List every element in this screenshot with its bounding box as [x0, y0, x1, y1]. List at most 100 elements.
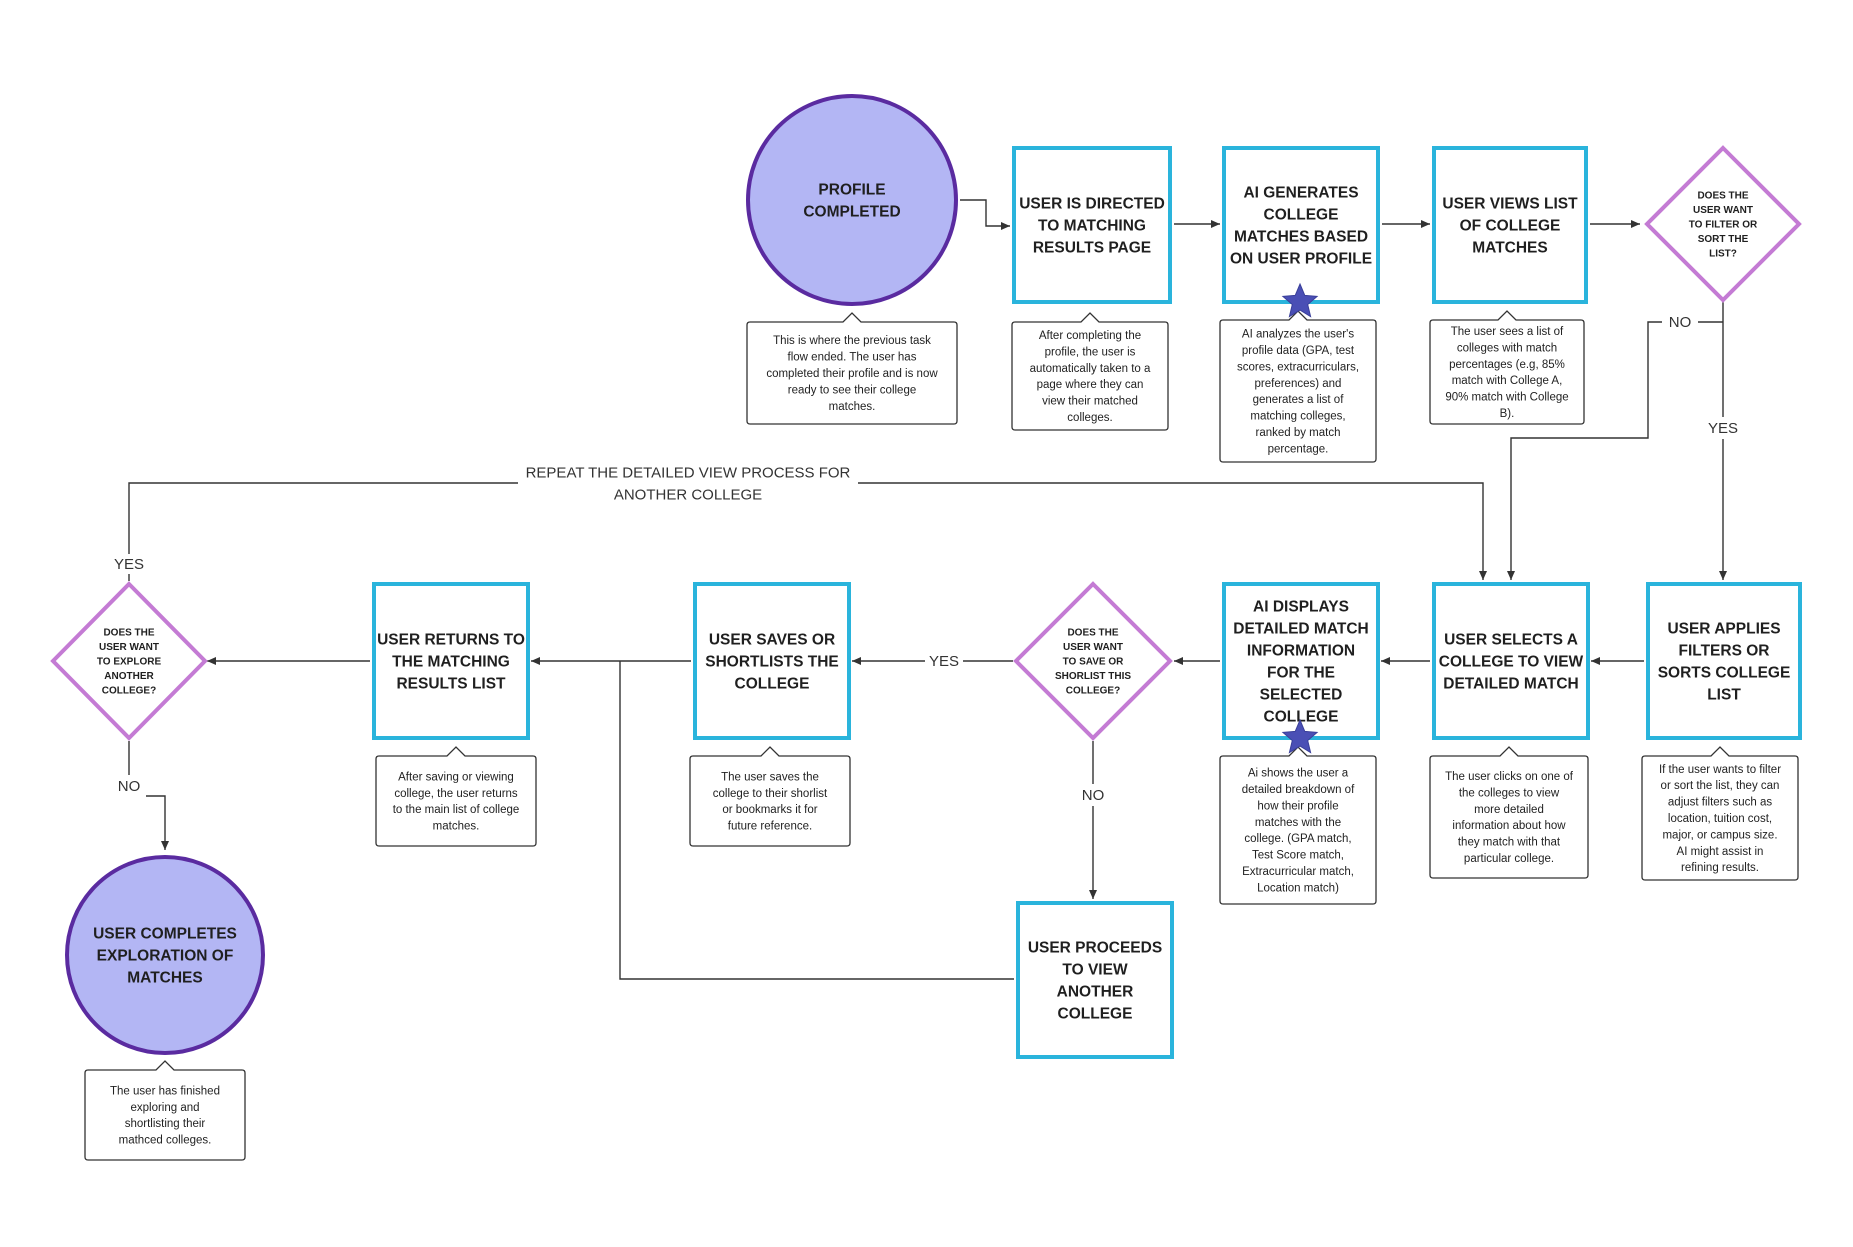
process-box [1432, 582, 1590, 740]
note-box [746, 312, 958, 425]
process-box [693, 582, 851, 740]
note-box [1011, 312, 1169, 431]
edge-label-text: NO [1669, 314, 1692, 331]
note-box [1641, 746, 1799, 881]
edge-labels: NO YES YES NO YES NO REPEAT THE DETAILED VIEW … [110, 311, 1741, 806]
edge-explore-no-to-completes [128, 741, 169, 850]
edge-profile-to-directed [960, 199, 1010, 230]
process-box [1016, 901, 1174, 1059]
process-box [1432, 146, 1588, 304]
process-box [1012, 146, 1172, 304]
process-box [1646, 582, 1802, 740]
edge-label-text: YES [114, 556, 144, 573]
edge-proceeds-to-returns [619, 661, 1014, 980]
star-icon [1281, 282, 1319, 318]
edge-label-filter-yes: YES [1705, 417, 1741, 439]
note-box [689, 746, 851, 847]
edge-label-explore-no: NO [112, 775, 146, 797]
label-background [1076, 784, 1110, 806]
label-background [110, 554, 148, 574]
label-background [112, 775, 146, 797]
star-icon [1281, 718, 1319, 754]
decision-diamond [1013, 581, 1173, 741]
decision-diamond [1644, 145, 1802, 303]
note-box [1429, 310, 1585, 425]
label-background [518, 459, 858, 507]
edge-label-filter-no: NO [1662, 311, 1698, 333]
edge-label-text: YES [1708, 420, 1738, 437]
process-box [372, 582, 530, 740]
note-box [1429, 746, 1589, 879]
stars [1281, 282, 1319, 754]
note-box [84, 1060, 246, 1161]
note-box [1219, 746, 1377, 905]
edge-label-text: YES [929, 653, 959, 670]
edge-label-text: NO [1082, 787, 1105, 804]
label-background [1705, 417, 1741, 439]
process-box [1222, 582, 1380, 740]
note-box [1219, 310, 1377, 463]
decision-diamond [50, 581, 208, 741]
process-box [1222, 146, 1380, 304]
edge-label-save-no: NO [1076, 784, 1110, 806]
note-box [375, 746, 537, 847]
label-background [1662, 311, 1698, 333]
terminal-circle [746, 94, 958, 306]
edge-label-explore-yes: YES [110, 554, 148, 574]
edge-label-text: NO [118, 778, 141, 795]
